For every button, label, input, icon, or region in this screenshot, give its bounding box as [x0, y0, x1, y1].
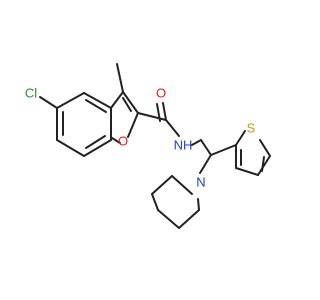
thiophene-sulfur-label: S: [247, 120, 256, 135]
carbonyl-oxygen-label: O: [156, 85, 166, 100]
chlorine-label: Cl: [25, 85, 37, 100]
methyl-bond: [116, 63, 124, 93]
amide-nh-label: NH: [174, 137, 193, 152]
ethyl-chain: [191, 139, 237, 174]
furan-oxygen-label: O: [118, 133, 128, 148]
benzene-ring: [56, 92, 112, 157]
molecule-structure: Cl O O NH N S: [25, 63, 271, 229]
thiophene-ring: [235, 130, 271, 176]
piperidine-nitrogen-label: N: [196, 174, 205, 189]
piperidine-ring: [151, 175, 200, 229]
chloro-bond: [39, 96, 58, 109]
furan-ring: [110, 91, 139, 144]
carbonyl-group: [137, 102, 180, 137]
